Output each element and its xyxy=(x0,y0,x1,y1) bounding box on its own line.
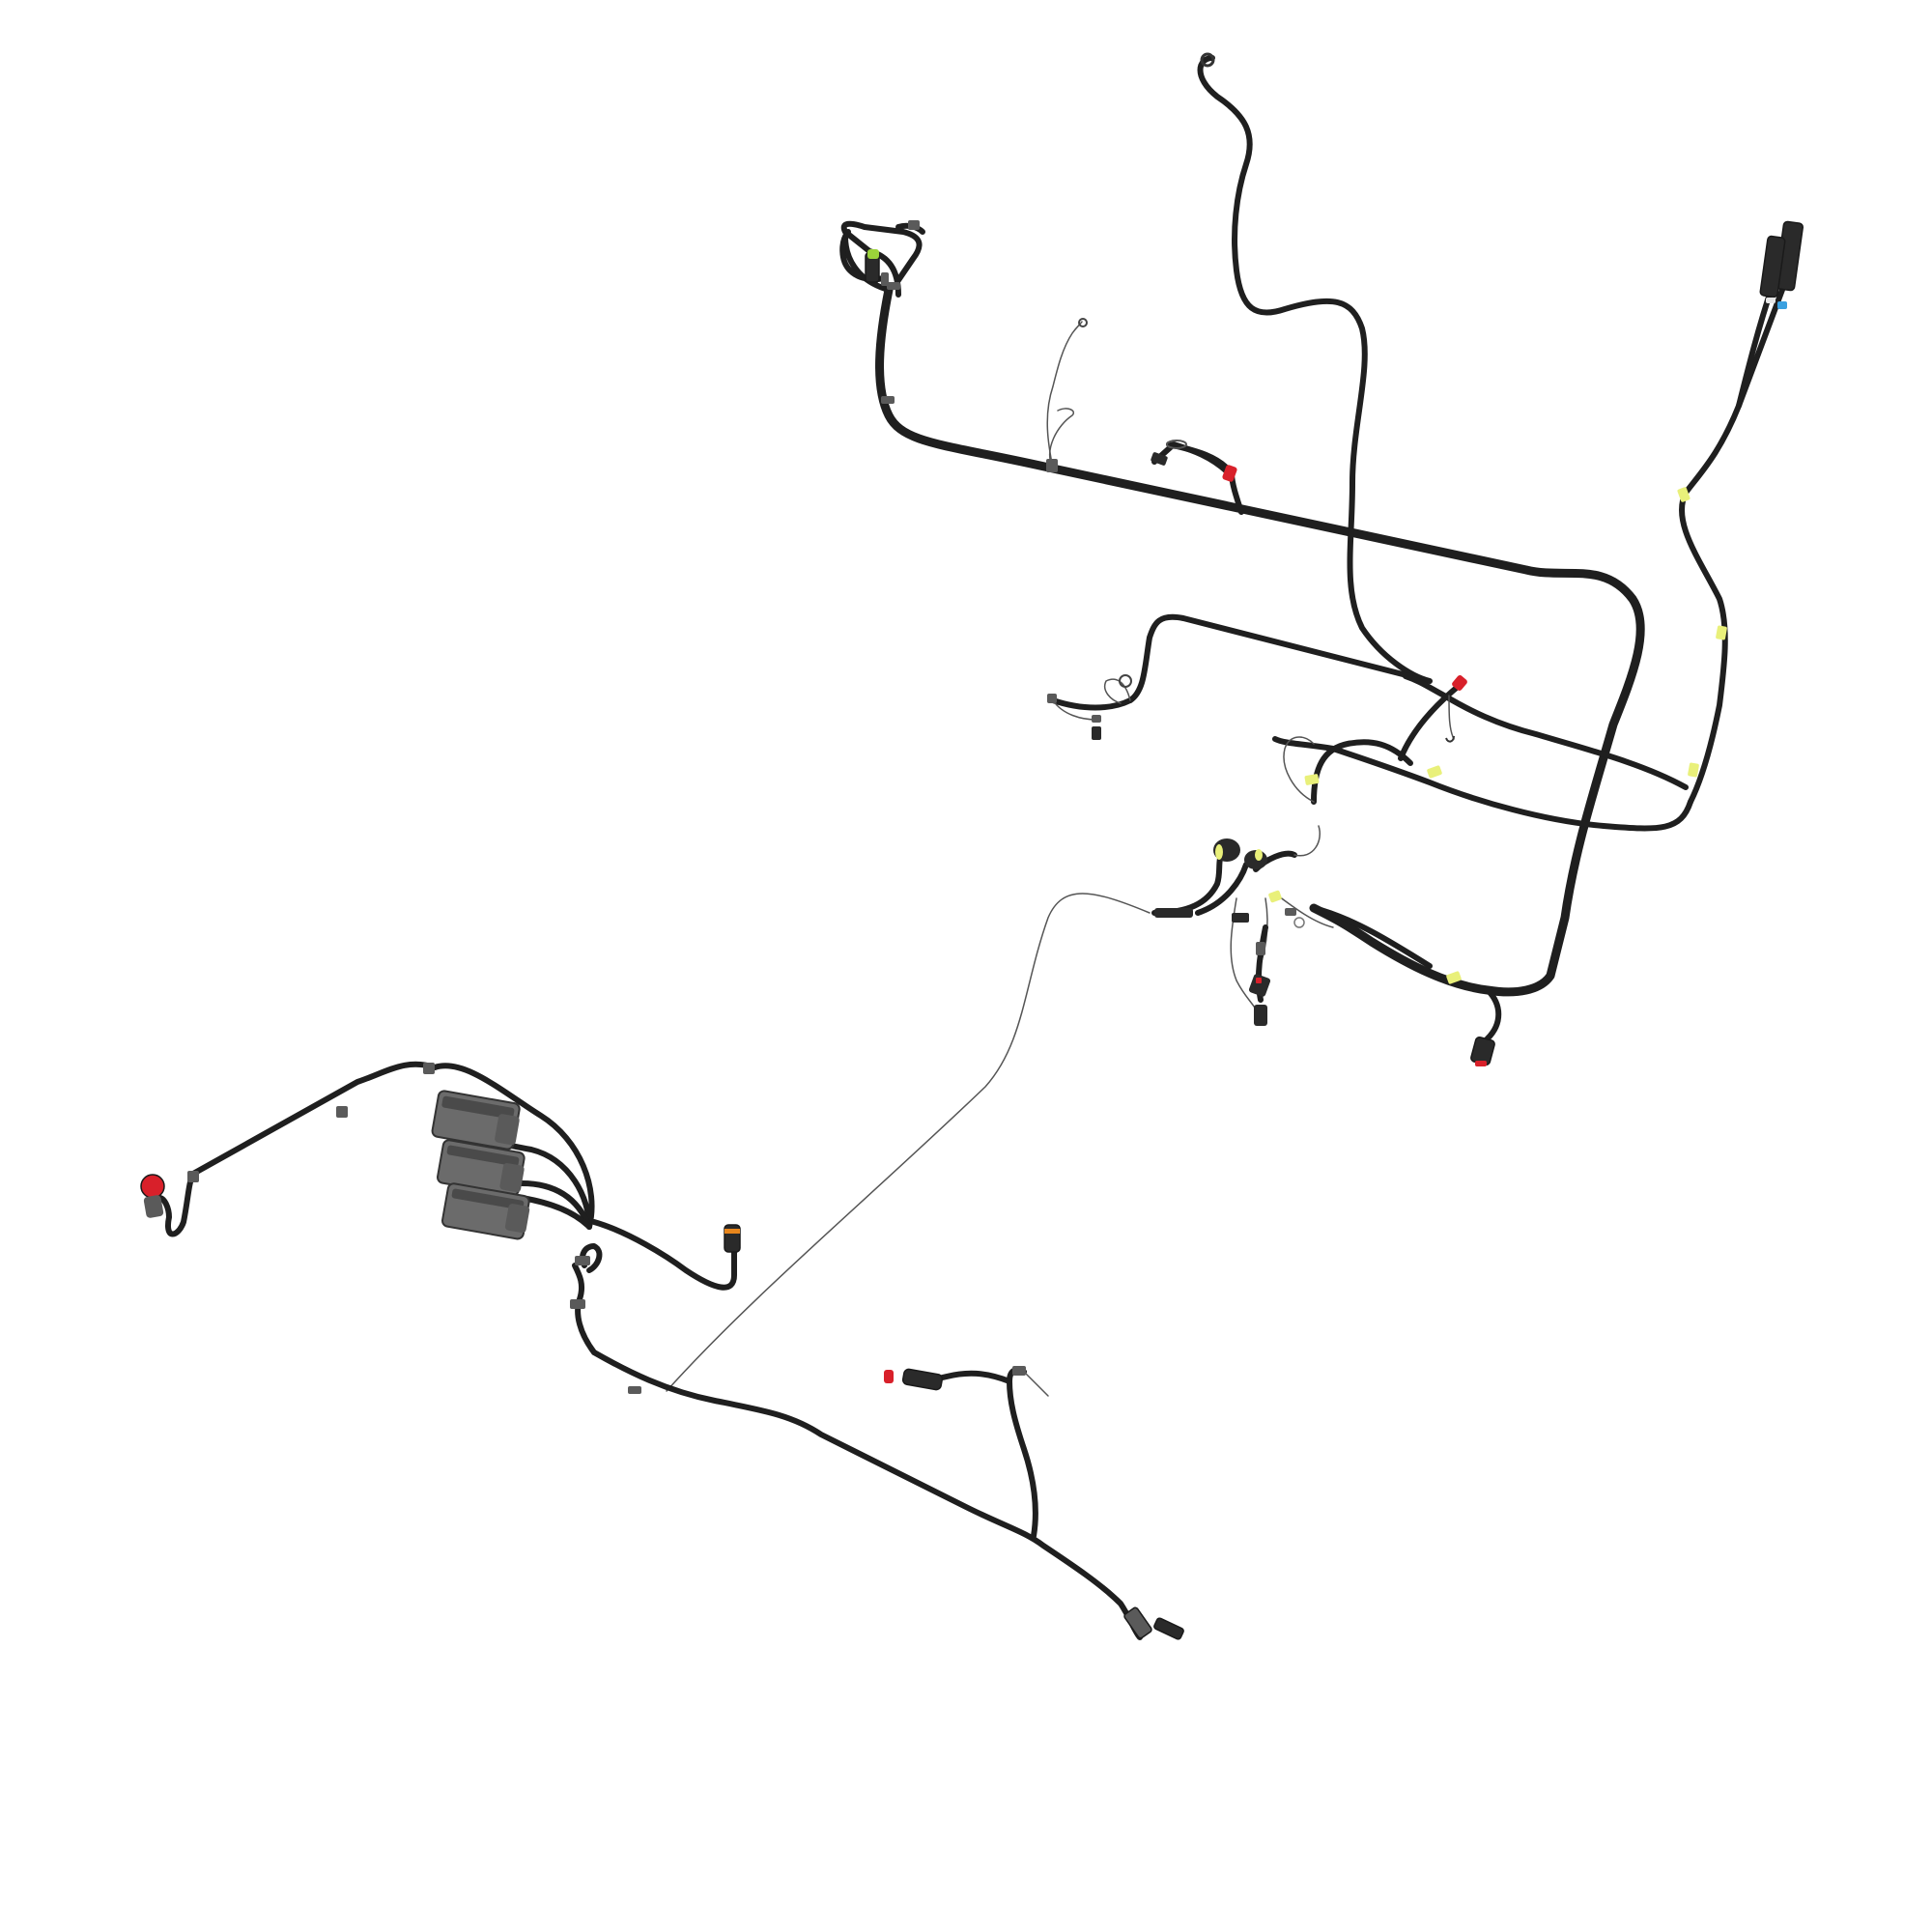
ring-terminal-icon xyxy=(1200,52,1215,68)
plug-connector-icon xyxy=(1256,942,1265,955)
plug-connector-icon xyxy=(1151,452,1168,466)
cable-clip-icon xyxy=(887,282,900,290)
tape-marker xyxy=(1446,971,1462,984)
ring-terminal-icon xyxy=(1445,735,1455,743)
ring-terminal-icon xyxy=(1078,318,1088,327)
tape-marker xyxy=(1677,487,1690,502)
cable-clip-icon xyxy=(187,1171,199,1182)
center-cluster-fine-4 xyxy=(1293,825,1321,857)
round-connector-body xyxy=(143,1195,164,1218)
top-long-cable xyxy=(1197,55,1433,684)
ring-terminal-top xyxy=(1200,52,1215,68)
cable-clip-icon xyxy=(570,1299,585,1309)
tape-marker xyxy=(1716,625,1727,640)
right-vertical-cable xyxy=(1678,287,1785,805)
cable-clip-icon xyxy=(881,396,895,404)
plug-connector-icon xyxy=(1222,465,1237,482)
left-mid-cable xyxy=(1127,613,1413,703)
red-plug-connector-lower xyxy=(1470,1037,1495,1066)
main-trunk-cable xyxy=(875,285,1645,997)
plug-connector-icon xyxy=(901,1368,944,1391)
ecu-to-orange-cable xyxy=(591,1219,737,1291)
plug-connector-icon xyxy=(1092,726,1101,740)
green-sensor-cap xyxy=(867,249,879,259)
blue-connector-band xyxy=(1777,301,1787,309)
plug-connector-icon xyxy=(1154,908,1193,918)
left-mid-connectors xyxy=(1047,674,1132,740)
right-lower-loop-cable xyxy=(1272,736,1693,832)
red-round-connector xyxy=(140,1174,165,1218)
center-cluster-connectors xyxy=(1154,838,1305,1026)
ecu-module-icon xyxy=(441,1182,530,1240)
right-mid-cable xyxy=(1403,673,1689,790)
cable-clip-icon xyxy=(423,1063,435,1074)
red-connector-tip xyxy=(1475,1061,1487,1066)
ring-terminal-icon xyxy=(1166,440,1187,449)
ecu-module-stack xyxy=(431,1090,530,1240)
ring-terminal-icon xyxy=(1293,917,1305,928)
plug-connector-icon xyxy=(1123,1606,1152,1639)
ring-terminal-icon xyxy=(1119,674,1132,688)
cable-clip-icon xyxy=(336,1106,348,1118)
cable-clip-icon xyxy=(908,220,920,230)
ecu-module-icon xyxy=(431,1090,521,1151)
red-connector-tip xyxy=(884,1370,894,1383)
tape-marker xyxy=(1268,890,1282,903)
center-cluster-cable-4 xyxy=(1311,905,1433,969)
lower-drop-connectors xyxy=(884,1366,1026,1391)
ecu-bundle-top xyxy=(432,1063,595,1230)
red-connector-dot xyxy=(1256,978,1262,983)
orange-plug-connector xyxy=(724,1224,741,1253)
lower-main-cable xyxy=(591,1350,1143,1640)
tape-marker xyxy=(1304,774,1320,785)
lower-drop-cable xyxy=(1007,1367,1038,1539)
center-red-branch-fine xyxy=(1448,695,1455,740)
cable-clip-icon xyxy=(1285,908,1296,916)
cable-clip-icon xyxy=(628,1386,641,1394)
plug-connector-icon xyxy=(1153,1617,1184,1640)
cable-clip-icon xyxy=(1046,459,1058,472)
center-loop-fine xyxy=(1283,736,1315,803)
left-mid-sub-cable xyxy=(1050,697,1133,711)
top-left-loop-cable xyxy=(840,220,923,298)
red-plug-connector-center xyxy=(1445,675,1467,743)
lower-harness-clips xyxy=(187,1063,641,1394)
orange-connector-band xyxy=(724,1229,740,1234)
plug-connector-icon xyxy=(1759,235,1786,298)
long-diagonal-fine-cable xyxy=(666,893,1151,1392)
thin-top-branch-cable-2 xyxy=(1049,408,1074,469)
plug-connector-icon xyxy=(1092,715,1101,723)
lower-drop-grey-tip xyxy=(1023,1371,1049,1397)
tape-marker xyxy=(1427,765,1442,779)
sensor-connector-latch xyxy=(881,272,889,286)
ecu-module-icon xyxy=(437,1139,526,1197)
tape-marker xyxy=(1688,762,1699,778)
black-plug-connector-pair xyxy=(1759,220,1804,309)
left-long-cable xyxy=(156,1061,438,1237)
thin-top-branch-cable xyxy=(1046,321,1083,469)
yellow-connector-ring xyxy=(1255,849,1263,861)
plug-connector-icon xyxy=(1254,1005,1267,1026)
center-red-branch-cable xyxy=(1398,683,1462,761)
red-branch-cable-3 xyxy=(1151,441,1230,474)
plug-connector-icon xyxy=(1452,675,1467,691)
yellow-connector-ring xyxy=(1215,844,1223,860)
plug-connector-icon xyxy=(1012,1366,1026,1376)
ring-terminal-mid xyxy=(1046,318,1088,472)
plug-connector-icon xyxy=(1232,913,1249,923)
plug-connector-icon xyxy=(1047,694,1057,703)
white-connector-band xyxy=(1766,298,1776,303)
top-left-clip xyxy=(881,220,920,404)
bottom-grey-connector xyxy=(1123,1606,1184,1640)
cable-clip-icon xyxy=(575,1256,590,1265)
tape-markers xyxy=(1268,487,1727,984)
red-plug-connector-top xyxy=(1151,440,1237,482)
round-connector-icon xyxy=(140,1174,165,1199)
plug-connector-icon xyxy=(1248,974,1271,997)
center-cluster-cable-2 xyxy=(1195,862,1249,916)
green-sensor-connector xyxy=(865,249,889,286)
